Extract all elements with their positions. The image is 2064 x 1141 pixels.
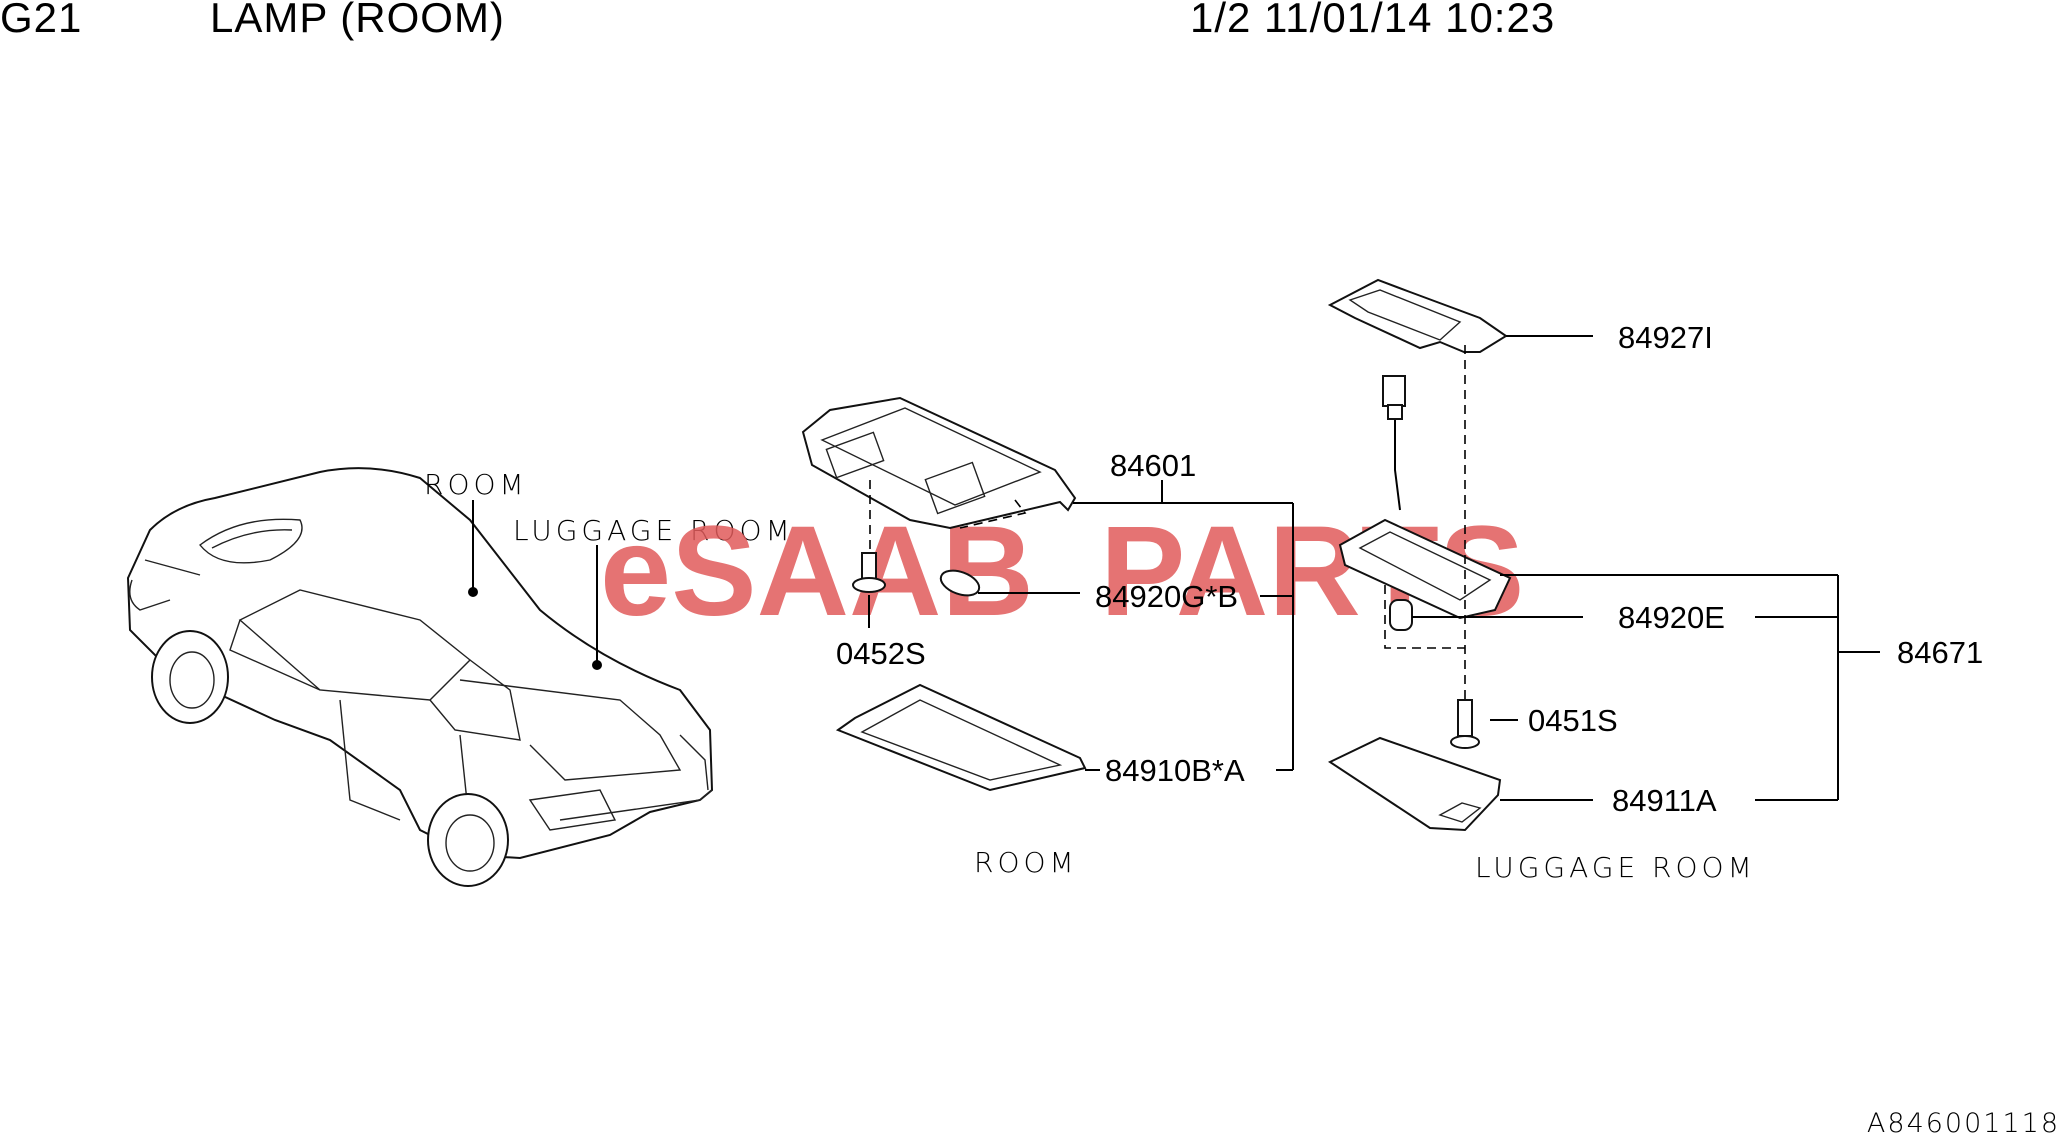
car-illustration xyxy=(126,467,714,887)
part-number-84911A[interactable]: 84911A xyxy=(1612,783,1717,818)
diagram-code: G21 xyxy=(0,0,83,41)
part-number-0452S[interactable]: 0452S xyxy=(836,636,926,671)
diagram-title: LAMP (ROOM) xyxy=(210,0,505,41)
car-room-label: ROOM xyxy=(424,468,528,501)
part-number-84920E[interactable]: 84920E xyxy=(1618,600,1725,635)
document-id: A846001118 xyxy=(1866,1108,2060,1139)
page-info: 1/2 11/01/14 10:23 xyxy=(1190,0,1556,41)
luggage-room-caption: LUGGAGE ROOM xyxy=(1475,851,1756,884)
car-luggage-room-label: LUGGAGE ROOM xyxy=(513,514,794,547)
part-number-84920G-B[interactable]: 84920G*B xyxy=(1095,579,1238,614)
room-caption: ROOM xyxy=(974,846,1078,879)
part-number-84601[interactable]: 84601 xyxy=(1110,448,1196,483)
luggage-lamp-assembly xyxy=(1327,278,1512,832)
part-number-84671[interactable]: 84671 xyxy=(1897,635,1983,670)
part-number-84910B-A[interactable]: 84910B*A xyxy=(1105,753,1245,788)
part-number-0451S[interactable]: 0451S xyxy=(1528,703,1618,738)
part-number-84927I[interactable]: 84927I xyxy=(1618,320,1713,355)
room-lamp-assembly xyxy=(801,396,1087,792)
